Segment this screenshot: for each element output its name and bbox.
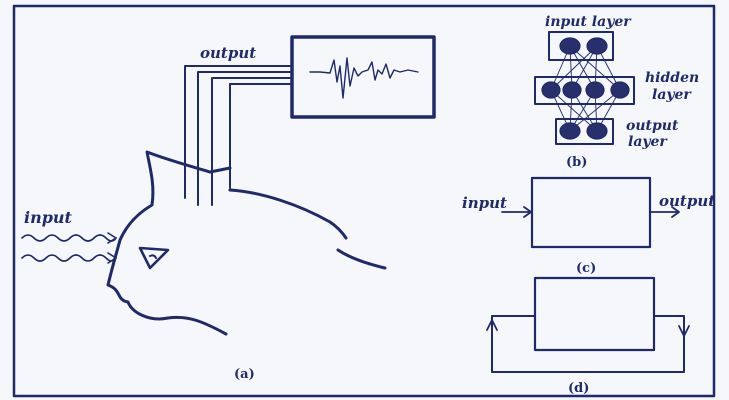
- feedback-loop: [491, 315, 685, 373]
- feedback-arrowhead-right: [678, 325, 690, 337]
- output-node-2: [586, 122, 608, 140]
- hidden-node-3: [585, 81, 605, 99]
- hidden-layer-label-1: hidden: [645, 70, 699, 86]
- electrode-2: [197, 71, 291, 206]
- caption-c: (c): [576, 261, 596, 276]
- input-layer-box: [548, 31, 614, 61]
- hidden-layer-box: [534, 76, 635, 105]
- feedback-arrowhead-left: [486, 319, 498, 331]
- electrode-4: [229, 83, 291, 189]
- input-arrowhead-top: [107, 232, 117, 244]
- input-wave-bottom: [21, 254, 117, 262]
- input-wave-top: [21, 234, 117, 242]
- cat-pupil: [149, 254, 157, 259]
- input-node-1: [559, 37, 581, 55]
- electrode-3: [211, 77, 291, 206]
- panel-a: input output (a): [21, 35, 436, 382]
- hidden-layer-label-2: layer: [652, 87, 692, 103]
- output-layer-label-1: output: [626, 118, 679, 134]
- output-label-a: output: [200, 44, 256, 62]
- output-node-1: [559, 122, 581, 140]
- caption-a: (a): [234, 367, 255, 382]
- panel-c: input output (c): [462, 176, 715, 276]
- cat-head-crown: [208, 166, 232, 174]
- oscilloscope-screen: [290, 35, 436, 119]
- output-arrowhead-c: [671, 206, 680, 218]
- outer-frame: [12, 4, 716, 398]
- hidden-node-1: [541, 81, 561, 99]
- input-layer-label: input layer: [545, 14, 632, 30]
- output-label-c: output: [659, 192, 715, 210]
- output-layer-label-2: layer: [628, 134, 668, 150]
- spike-trace: [309, 57, 419, 99]
- cat-back: [228, 188, 348, 240]
- hidden-node-4: [610, 81, 630, 99]
- black-box-d: [533, 276, 656, 352]
- input-label-a: input: [24, 208, 73, 227]
- panel-b: input layer hidden layer output layer (b…: [534, 14, 699, 170]
- cat-ear-back: [336, 248, 387, 270]
- cat-head-top: [118, 150, 212, 242]
- electrode-1: [184, 65, 291, 199]
- caption-d: (d): [568, 381, 589, 396]
- cat-eye: [138, 246, 170, 270]
- caption-b: (b): [566, 155, 587, 170]
- panel-d: (d): [486, 276, 690, 396]
- hidden-node-2: [562, 81, 582, 99]
- black-box-c: [530, 176, 652, 249]
- input-label-c: input: [462, 194, 507, 212]
- input-node-2: [586, 37, 608, 55]
- cat-face-lower: [106, 238, 228, 336]
